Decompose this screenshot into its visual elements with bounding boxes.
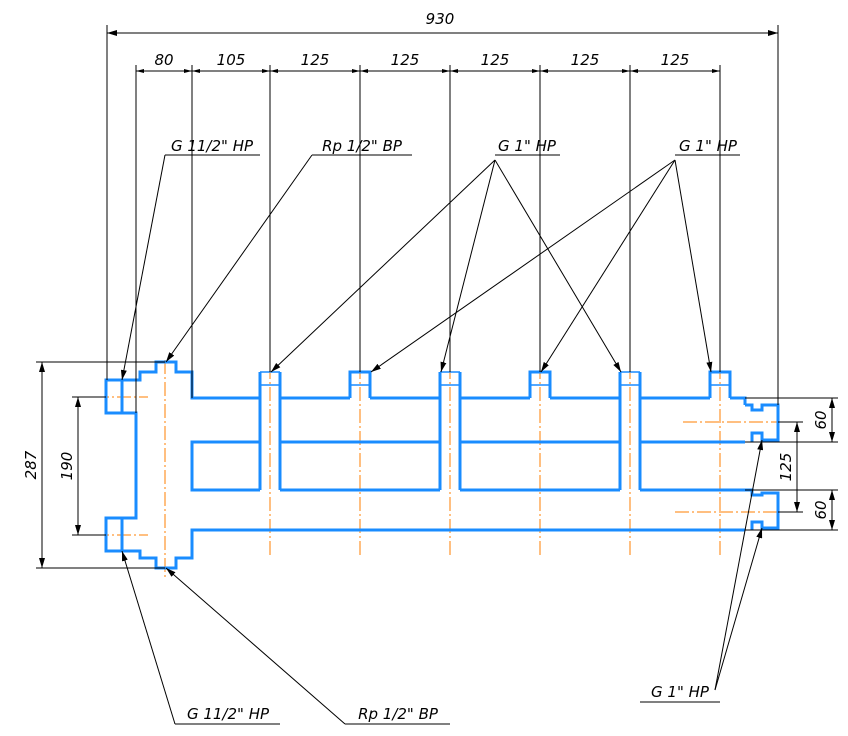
callout-top-plug-thread: Rp 1/2" BP bbox=[322, 137, 403, 155]
dim-right-bottom-outlet: 60 bbox=[812, 500, 830, 519]
dim-right-port-spacing: 125 bbox=[777, 453, 795, 482]
callout-bottom-left-thread: G 11/2" HP bbox=[187, 705, 270, 723]
leader-lines bbox=[120, 154, 764, 725]
dim-spacing-1: 80 bbox=[154, 51, 173, 69]
center-axes bbox=[95, 360, 778, 580]
dim-spacing-7: 125 bbox=[661, 51, 690, 69]
callout-top-left-thread: G 11/2" HP bbox=[171, 137, 254, 155]
dim-spacing-4: 125 bbox=[391, 51, 420, 69]
dim-overall-length: 930 bbox=[426, 10, 455, 28]
manifold-body bbox=[104, 360, 780, 570]
dim-spacing-2: 105 bbox=[217, 51, 246, 69]
dim-spacing-6: 125 bbox=[571, 51, 600, 69]
dim-overall-height: 287 bbox=[22, 450, 40, 479]
callout-bottom-plug-thread: Rp 1/2" BP bbox=[358, 705, 439, 723]
dim-spacing-3: 125 bbox=[301, 51, 330, 69]
callout-top-group1-thread: G 1" HP bbox=[498, 137, 557, 155]
dim-right-top-outlet: 60 bbox=[812, 410, 830, 429]
dimension-lines bbox=[36, 25, 838, 569]
callout-right-outlets-thread: G 1" HP bbox=[651, 683, 710, 701]
dim-spacing-5: 125 bbox=[481, 51, 510, 69]
dim-left-port-spacing: 190 bbox=[58, 452, 76, 481]
callout-top-group2-thread: G 1" HP bbox=[679, 137, 738, 155]
